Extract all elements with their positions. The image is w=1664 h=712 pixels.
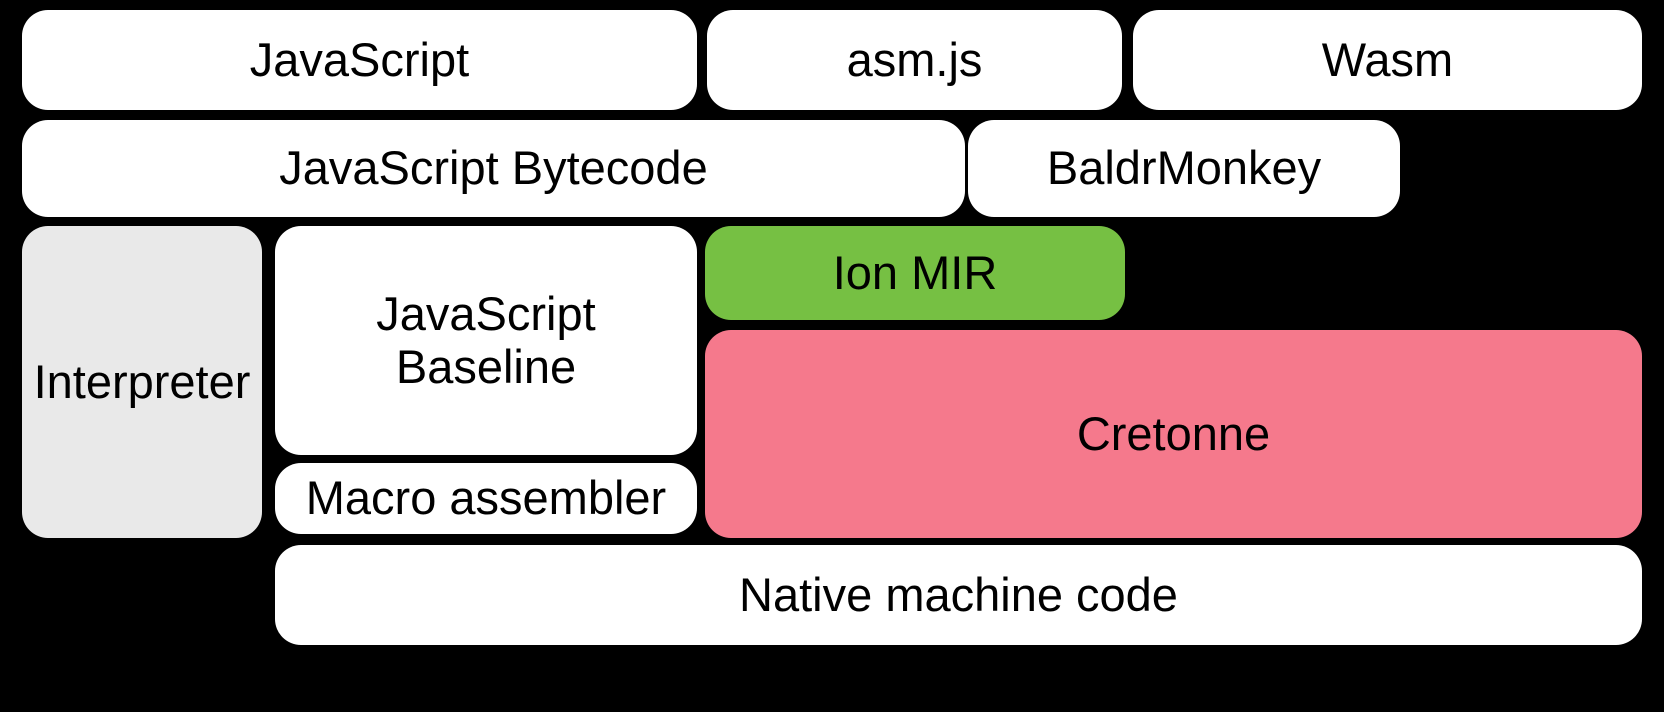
diagram-box-interpreter: Interpreter [22,226,262,538]
diagram-box-cretonne: Cretonne [705,330,1642,538]
diagram-box-javascript-baseline: JavaScript Baseline [275,226,697,455]
diagram-box-wasm: Wasm [1133,10,1642,110]
diagram-box-native-machine-code: Native machine code [275,545,1642,645]
diagram-box-macro-assembler: Macro assembler [275,463,697,534]
diagram-box-ion-mir: Ion MIR [705,226,1125,320]
diagram-box-javascript-bytecode: JavaScript Bytecode [22,120,965,217]
diagram-box-asm-js: asm.js [707,10,1122,110]
diagram-box-javascript: JavaScript [22,10,697,110]
diagram-box-baldrmonkey: BaldrMonkey [968,120,1400,217]
